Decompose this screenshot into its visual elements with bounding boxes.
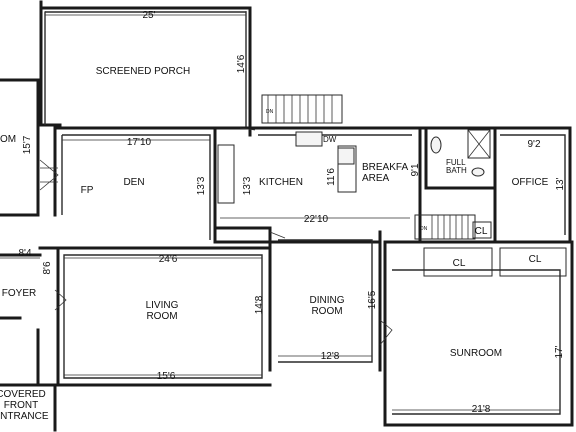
stair-treads-2 [431,215,469,239]
label-closet-3: CL [475,226,488,237]
door-porch [239,127,256,131]
bath-sink [471,167,485,177]
hall-walls [213,226,382,372]
label-covered-1: COVERED [0,389,46,400]
door-hall [269,231,286,239]
fixtures [39,129,567,277]
door-dining [379,319,393,346]
dim-sunroom-width: 21'8 [472,404,491,415]
bath-shower [467,129,491,159]
label-full-bath-1: FULL [446,158,466,167]
sunroom-walls [383,240,574,427]
closet-box-3 [472,221,492,239]
label-dining-2: ROOM [311,306,342,317]
office-bath-walls [424,126,497,242]
fireplace [39,159,59,191]
dim-dining-depth: 16'5 [367,290,378,309]
stair-treads [267,95,333,123]
label-den: DEN [123,177,144,188]
dim-foyer-width: 8'4 [18,248,31,259]
dim-left-room-depth: 15'7 [22,135,33,154]
label-foyer: FOYER [2,288,36,299]
dining-inner-wall [278,239,373,363]
dimension-labels: 25' 14'6 17'10 13'3 13'3 15'7 11'6 9'1 9… [18,10,566,415]
label-covered-3: ENTRANCE [0,411,49,422]
living-inner-wall [63,254,263,379]
dim-breakfast-depth-2: 9'1 [410,163,421,176]
dim-dining-width: 12'8 [321,351,340,362]
dimension-lines [0,11,560,411]
dim-living-bottom: 15'6 [157,371,176,382]
stair-box [261,94,343,124]
dim-porch-width: 25' [142,10,155,21]
living-walls [38,246,272,387]
kitchen-sink [295,131,323,147]
bath-toilet [430,136,442,154]
den-inner-wall [61,134,211,240]
kitchen-island [337,145,357,193]
closet-box-1 [423,247,493,277]
label-living-2: ROOM [146,311,177,322]
stair-box-2 [414,214,476,240]
dim-living-depth: 14'8 [254,295,265,314]
label-full-bath-2: BATH [446,166,467,175]
sunroom-inner-wall [392,269,561,415]
dim-kitchen-depth: 13'3 [242,176,253,195]
foyer-walls [0,253,57,432]
door-foyer [54,289,67,311]
label-closet-1: CL [453,258,466,269]
label-fp: FP [81,185,94,196]
dim-breakfast-depth: 11'6 [326,168,337,186]
stairs-office [414,214,476,240]
label-dw: DW [323,135,337,144]
dim-foyer-depth: 8'6 [42,261,53,274]
label-dining-1: DINING [310,295,345,306]
kitchen-top-wall [238,126,572,244]
label-living-1: LIVING [146,300,179,311]
cooktop [337,147,355,165]
label-sunroom: SUNROOM [450,348,502,359]
dim-hall-width: 22'10 [304,214,329,225]
dimline-porch [44,11,247,19]
label-office: OFFICE [512,177,549,188]
label-stair-dn-2: DN [420,226,428,232]
closet-box-2 [499,247,567,277]
stairs-porch [261,94,343,124]
dim-office-depth: 13' [555,177,566,190]
room-labels: SCREENED PORCH DEN FP KITCHEN BREAKFA AR… [0,66,549,422]
dim-den-width: 17'10 [127,137,152,148]
den-walls [53,126,242,244]
porch-walls [39,0,252,137]
label-closet-2: CL [529,254,542,265]
dim-sunroom-depth: 17' [554,345,565,358]
label-breakfast-1: BREAKFA [362,162,408,173]
office-inner-wall [500,134,566,235]
dim-porch-depth: 14'6 [236,54,247,73]
left-room-walls [0,78,40,217]
label-screened-porch: SCREENED PORCH [96,66,190,77]
dim-office-width: 9'2 [527,139,540,150]
dim-den-depth: 13'3 [196,176,207,195]
doors [54,127,393,346]
label-stair-dn-1: DN [266,109,274,115]
label-partial-room: OM [0,134,16,145]
shower-cross [467,129,491,159]
fridge-counter [217,144,235,204]
label-breakfast-2: AREA [362,173,390,184]
dim-living-width: 24'6 [159,254,178,265]
label-kitchen: KITCHEN [259,177,303,188]
label-covered-2: FRONT [4,400,38,411]
